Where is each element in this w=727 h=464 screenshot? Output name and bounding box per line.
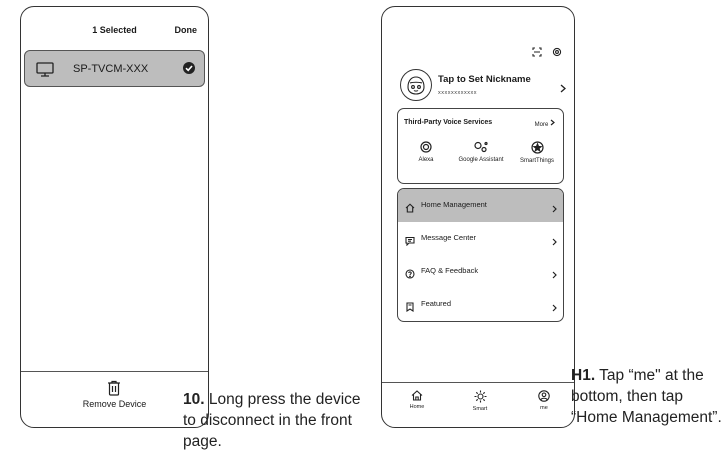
sun-icon bbox=[474, 390, 486, 403]
phone-screen-device-list: 1 Selected Done SP-TVCM-XXX bbox=[20, 6, 209, 428]
scan-icon[interactable] bbox=[532, 44, 542, 62]
menu-item-featured[interactable]: Featured bbox=[398, 288, 563, 321]
instruction-step-h1: H1. Tap “me" at the bottom, then tap “Ho… bbox=[571, 365, 727, 428]
google-assistant-icon bbox=[474, 141, 488, 153]
selection-count-title: 1 Selected bbox=[92, 25, 137, 35]
bottom-tab-bar: Home Smart me bbox=[382, 382, 574, 427]
menu-item-label: FAQ & Feedback bbox=[421, 266, 479, 275]
tab-me[interactable]: me bbox=[524, 390, 564, 411]
nickname-prompt: Tap to Set Nickname bbox=[438, 74, 531, 85]
chevron-right-icon bbox=[552, 299, 557, 317]
alexa-icon bbox=[420, 141, 432, 153]
remove-device-label: Remove Device bbox=[82, 399, 147, 409]
trash-icon bbox=[107, 380, 121, 401]
tab-label: Smart bbox=[472, 406, 488, 412]
voice-services-card: Third-Party Voice Services More Alexa Go… bbox=[397, 108, 564, 184]
tab-label: me bbox=[540, 405, 548, 411]
step-number: H1. bbox=[571, 367, 596, 384]
avatar[interactable] bbox=[400, 69, 432, 101]
service-alexa[interactable]: Alexa bbox=[398, 141, 454, 163]
service-label: SmartThings bbox=[519, 158, 554, 164]
service-google-assistant[interactable]: Google Assistant bbox=[453, 141, 509, 163]
done-button[interactable]: Done bbox=[174, 25, 198, 35]
bookmark-icon bbox=[405, 299, 415, 317]
menu-card: Home Management Message Center FAQ & Fee… bbox=[397, 188, 564, 322]
step-text: Tap “me" at the bottom, then tap “Home M… bbox=[571, 367, 722, 426]
chevron-right-icon bbox=[560, 80, 566, 98]
settings-icon[interactable] bbox=[552, 44, 562, 62]
chevron-right-icon bbox=[550, 119, 555, 126]
chevron-right-icon bbox=[552, 200, 557, 218]
step-text: Long press the device to disconnect in t… bbox=[183, 391, 361, 450]
instruction-step-10: 10. Long press the device to disconnect … bbox=[183, 389, 368, 452]
more-label: More bbox=[534, 122, 549, 128]
step-number: 10. bbox=[183, 391, 205, 408]
device-name: SP-TVCM-XXX bbox=[73, 63, 149, 75]
help-icon bbox=[405, 266, 415, 284]
menu-item-label: Home Management bbox=[421, 200, 487, 209]
tab-home[interactable]: Home bbox=[397, 390, 437, 410]
phone-screen-me: Tap to Set Nickname xxxxxxxxxxxx Third-P… bbox=[381, 6, 575, 428]
remove-device-button[interactable]: Remove Device bbox=[21, 371, 208, 427]
voice-services-title: Third-Party Voice Services bbox=[404, 119, 493, 126]
checkmark-icon[interactable] bbox=[183, 62, 195, 74]
home-icon bbox=[405, 200, 415, 218]
top-icons bbox=[532, 44, 562, 62]
user-icon bbox=[538, 390, 550, 402]
service-smartthings[interactable]: SmartThings bbox=[509, 141, 565, 164]
menu-item-label: Featured bbox=[421, 299, 452, 308]
tab-label: Home bbox=[409, 404, 425, 410]
menu-item-label: Message Center bbox=[421, 233, 477, 242]
home-icon bbox=[411, 390, 423, 401]
menu-item-home-management[interactable]: Home Management bbox=[398, 189, 563, 222]
smartthings-icon bbox=[530, 141, 544, 154]
menu-item-message-center[interactable]: Message Center bbox=[398, 222, 563, 255]
chevron-right-icon bbox=[552, 266, 557, 284]
profile-row[interactable]: Tap to Set Nickname xxxxxxxxxxxx bbox=[400, 69, 570, 107]
tv-icon bbox=[36, 62, 54, 82]
tab-smart[interactable]: Smart bbox=[460, 390, 500, 412]
service-label: Google Assistant bbox=[458, 157, 504, 163]
menu-item-faq-feedback[interactable]: FAQ & Feedback bbox=[398, 255, 563, 288]
more-link[interactable]: More bbox=[535, 119, 555, 128]
account-id: xxxxxxxxxxxx bbox=[438, 90, 477, 96]
device-row[interactable]: SP-TVCM-XXX bbox=[24, 50, 205, 87]
message-icon bbox=[405, 233, 415, 251]
service-label: Alexa bbox=[418, 157, 434, 163]
chevron-right-icon bbox=[552, 233, 557, 251]
selection-header: 1 Selected Done bbox=[21, 21, 208, 41]
